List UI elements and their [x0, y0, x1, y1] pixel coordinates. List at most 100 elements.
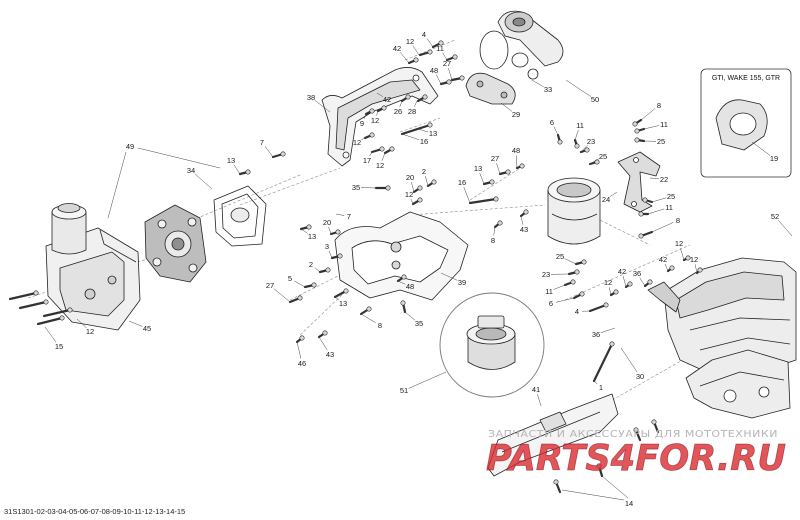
bolt-head	[493, 196, 499, 202]
part-number-callout: 2	[422, 167, 426, 176]
bolt-head	[574, 269, 580, 275]
leader-line	[360, 313, 376, 324]
detail-view	[439, 292, 545, 398]
leader-line	[640, 108, 656, 121]
leader-line	[318, 336, 328, 351]
part-number-callout: 50	[591, 95, 599, 104]
part-number-callout: 25	[599, 152, 607, 161]
leader-line	[448, 68, 453, 81]
bolt-head	[574, 143, 580, 149]
watermark: ЗАПЧАСТИ И АКСЕССУАРЫ ДЛЯ МОТОТЕХНИКИ PA…	[486, 429, 787, 479]
part-number-callout: 51	[400, 386, 408, 395]
bolt-head	[366, 306, 372, 312]
part-number-callout: 1	[599, 383, 603, 392]
leader-line	[335, 213, 345, 216]
leader-line	[76, 318, 87, 329]
part-number-callout: 8	[491, 236, 495, 245]
gasket	[213, 185, 267, 247]
part-number-callout: 13	[429, 129, 437, 138]
part-number-callout: 11	[665, 203, 673, 212]
part-number-callout: 8	[657, 101, 661, 110]
part-number-callout: 33	[544, 85, 552, 94]
leader-line	[564, 258, 577, 265]
assembly-axes	[27, 39, 701, 431]
bolt-head	[497, 220, 503, 226]
leader-line	[531, 79, 544, 88]
bolt-head	[337, 253, 343, 259]
leader-line	[553, 126, 559, 136]
variant-box: GTI, WAKE 155, GTR	[700, 68, 792, 178]
bolt-head	[647, 279, 653, 285]
leader-line	[608, 287, 612, 296]
part-number-callout: 4	[575, 307, 579, 316]
leader-line	[553, 284, 566, 290]
bolt	[588, 303, 608, 313]
leader-line	[580, 144, 588, 153]
bolt-head	[609, 341, 615, 347]
leader-line	[328, 227, 332, 235]
leader-line	[600, 327, 616, 334]
bolt-head	[634, 137, 640, 143]
bolt-head	[297, 295, 303, 301]
part-number-callout: 42	[659, 255, 667, 264]
leader-line	[363, 113, 367, 119]
leader-line	[417, 128, 429, 133]
leader-line	[411, 182, 415, 193]
leader-line	[593, 380, 598, 385]
part-number-callout: 42	[393, 44, 401, 53]
part-number-callout: 35	[415, 319, 423, 328]
bolt-head	[427, 122, 433, 128]
part-number-callout: 20	[323, 218, 331, 227]
leader-line	[400, 52, 410, 64]
bolt-head	[369, 108, 375, 114]
part-number-callout: 27	[491, 154, 499, 163]
throttle-actuator	[45, 203, 141, 331]
bolt-head	[322, 330, 328, 336]
part-number-callout: 8	[378, 321, 382, 330]
part-number-callout: 11	[436, 44, 444, 53]
leader-line	[436, 74, 442, 85]
part-number-callout: 28	[408, 107, 416, 116]
part-number-callout: 13	[474, 164, 482, 173]
bolt-head	[651, 419, 657, 425]
bolt-head	[325, 267, 331, 273]
bolt-head	[311, 282, 317, 288]
leader-line	[44, 326, 57, 343]
part-number-callout: 6	[550, 118, 554, 127]
leader-line	[680, 248, 685, 261]
part-number-callout: 12	[406, 37, 414, 46]
bolt-head	[613, 289, 619, 295]
part-number-callout: 16	[458, 178, 466, 187]
leader-line	[516, 155, 518, 169]
leader-line	[413, 100, 418, 108]
bolt-head	[427, 49, 433, 55]
leader-line	[300, 228, 309, 234]
leader-line	[194, 173, 213, 190]
bolt-head	[627, 281, 633, 287]
part-number-callout: 3	[325, 242, 329, 251]
leader-line	[401, 133, 420, 141]
part-number-callout: 35	[352, 183, 360, 192]
part-number-callout: 52	[771, 212, 779, 221]
bolt-head	[413, 57, 419, 63]
bolt-head	[417, 185, 423, 191]
leader-line	[397, 280, 406, 285]
leader-line	[694, 264, 698, 274]
fasteners	[8, 40, 703, 494]
leader-line	[496, 163, 501, 175]
bolt	[18, 300, 48, 310]
leader-line	[463, 187, 471, 204]
bolt-head	[570, 279, 576, 285]
leader-line	[376, 110, 379, 116]
part-number-callout: 42	[618, 267, 626, 276]
bolt	[36, 316, 64, 326]
leader-line	[264, 146, 274, 158]
leader-line	[537, 394, 542, 407]
part-number-callout: 25	[657, 137, 665, 146]
part-number-callout: 22	[660, 175, 668, 184]
watermark-logo: PARTS4FOR.RU	[486, 438, 786, 479]
part-number-callout: 27	[443, 59, 451, 68]
part-number-callout: 45	[143, 324, 151, 333]
leader-line	[369, 151, 373, 157]
bolt	[42, 308, 72, 318]
